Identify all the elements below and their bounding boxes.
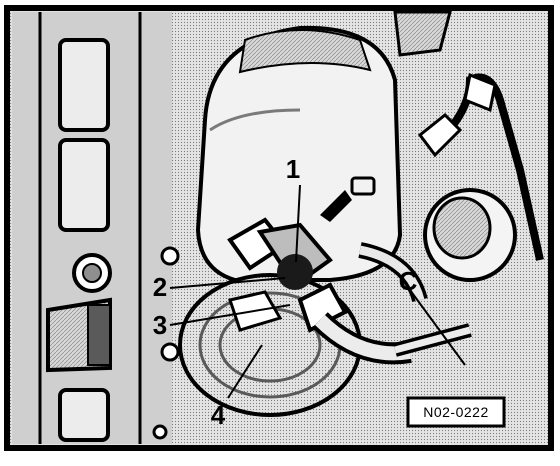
reference-code-box: N02-0222 (406, 396, 506, 428)
coolant-hoses (312, 242, 472, 365)
leader-lines (169, 184, 466, 399)
callout-3: 3 (153, 310, 167, 340)
callout-2: 2 (153, 272, 167, 302)
pin-upper (160, 246, 180, 266)
reference-code: N02-0222 (423, 404, 489, 420)
connector-cluster (227, 217, 348, 333)
pin-bottom (152, 424, 168, 440)
filler-cap (423, 188, 517, 282)
reservoir-tank (195, 25, 403, 282)
pin-lower (160, 342, 180, 362)
callout-1: 1 (286, 154, 300, 184)
wall-bracket (46, 297, 112, 373)
top-bracket (393, 10, 452, 57)
callout-4: 4 (211, 400, 226, 430)
callout-c: C (399, 266, 418, 296)
left-wall-panel (12, 12, 172, 444)
wall-bolt (72, 253, 112, 293)
sensor-cable (417, 72, 544, 261)
